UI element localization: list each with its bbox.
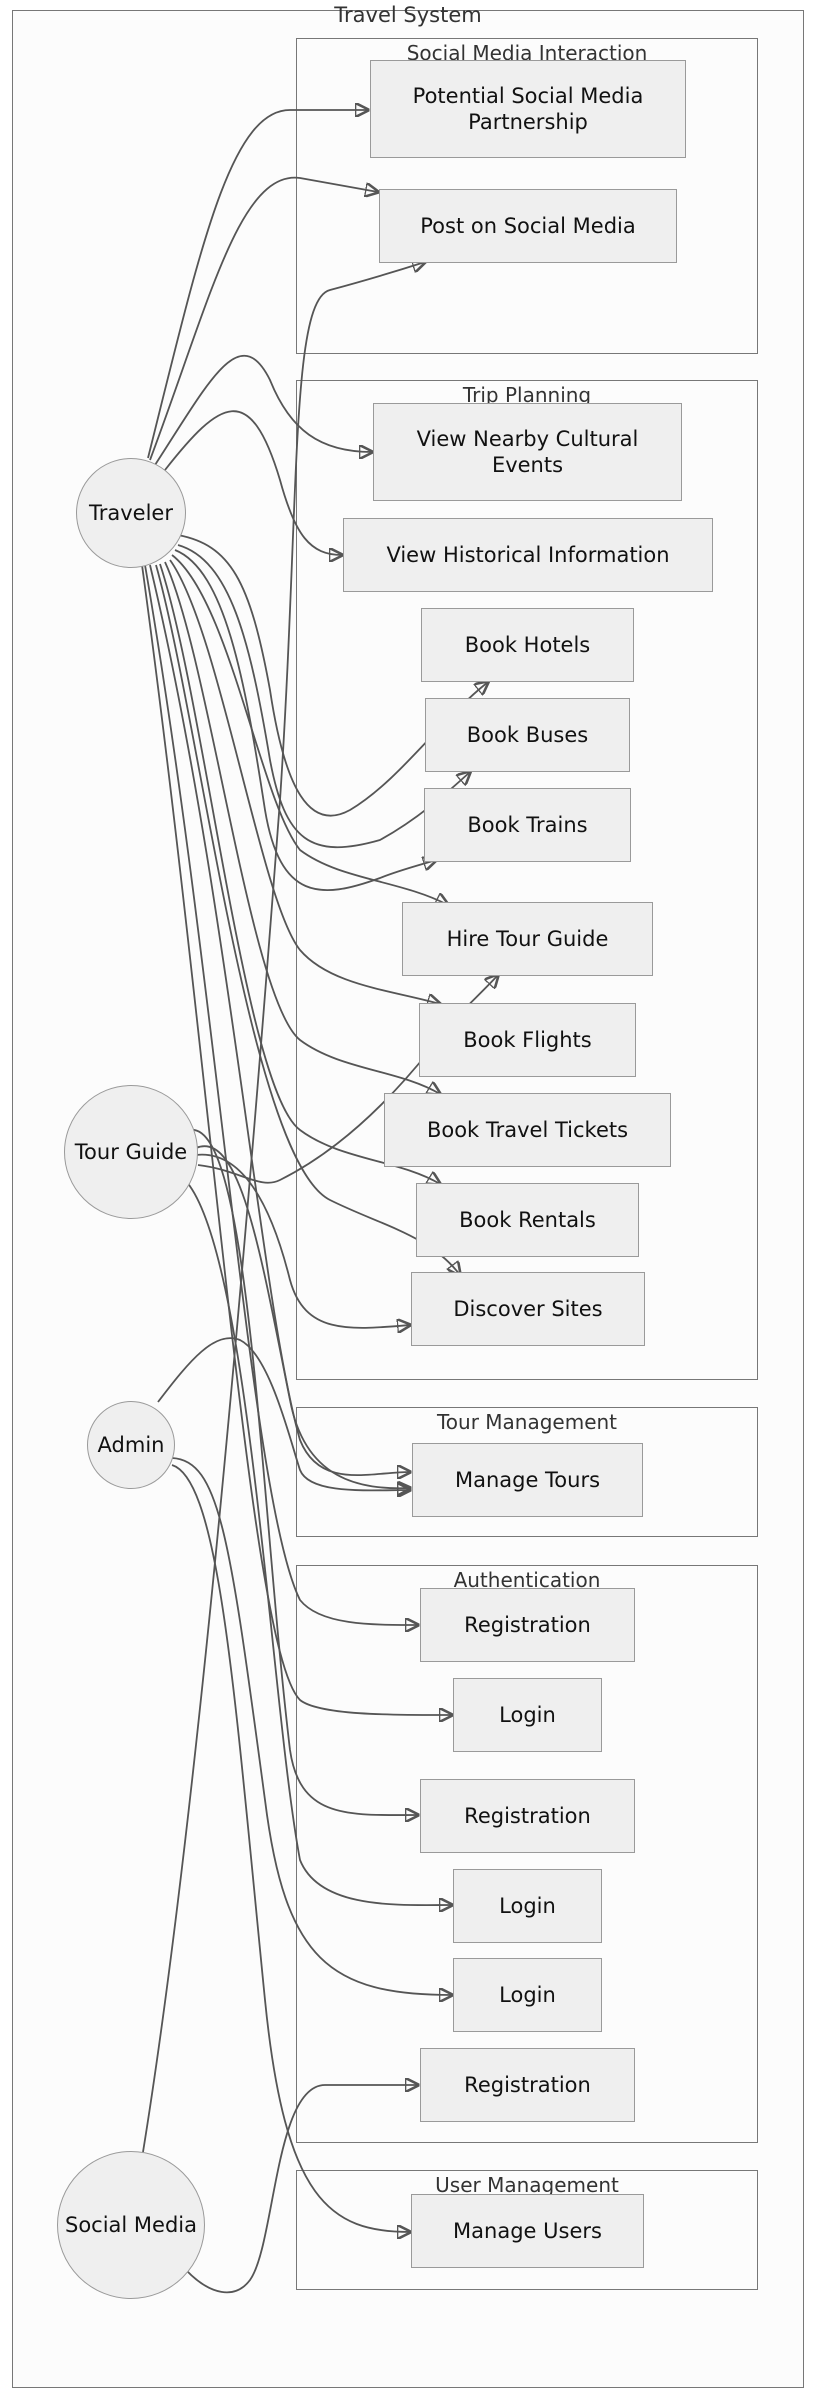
usecase-login[interactable]: Login bbox=[453, 1869, 602, 1943]
usecase-potential-partnership[interactable]: Potential Social Media Partnership bbox=[370, 60, 686, 158]
usecase-book-buses[interactable]: Book Buses bbox=[425, 698, 630, 772]
group-title-tour: Tour Management bbox=[436, 1410, 618, 1434]
usecase-registration[interactable]: Registration bbox=[420, 1779, 635, 1853]
usecase-manage-tours[interactable]: Manage Tours bbox=[412, 1443, 643, 1517]
usecase-hire-tour-guide[interactable]: Hire Tour Guide bbox=[402, 902, 653, 976]
usecase-book-trains[interactable]: Book Trains bbox=[424, 788, 631, 862]
usecase-view-historical-info[interactable]: View Historical Information bbox=[343, 518, 713, 592]
usecase-book-travel-tickets[interactable]: Book Travel Tickets bbox=[384, 1093, 671, 1167]
diagram-title: Travel System bbox=[334, 3, 482, 27]
usecase-discover-sites[interactable]: Discover Sites bbox=[411, 1272, 645, 1346]
actor-tour-guide[interactable]: Tour Guide bbox=[64, 1085, 198, 1219]
usecase-book-rentals[interactable]: Book Rentals bbox=[416, 1183, 639, 1257]
usecase-registration[interactable]: Registration bbox=[420, 2048, 635, 2122]
usecase-registration[interactable]: Registration bbox=[420, 1588, 635, 1662]
usecase-login[interactable]: Login bbox=[453, 1958, 602, 2032]
usecase-manage-users[interactable]: Manage Users bbox=[411, 2194, 644, 2268]
usecase-login[interactable]: Login bbox=[453, 1678, 602, 1752]
usecase-view-cultural-events[interactable]: View Nearby Cultural Events bbox=[373, 403, 682, 501]
group-title-user: User Management bbox=[435, 2173, 619, 2197]
actor-social-media[interactable]: Social Media bbox=[57, 2151, 205, 2299]
usecase-post-social-media[interactable]: Post on Social Media bbox=[379, 189, 677, 263]
actor-traveler[interactable]: Traveler bbox=[76, 458, 186, 568]
usecase-book-flights[interactable]: Book Flights bbox=[419, 1003, 636, 1077]
usecase-book-hotels[interactable]: Book Hotels bbox=[421, 608, 634, 682]
actor-admin[interactable]: Admin bbox=[87, 1401, 175, 1489]
